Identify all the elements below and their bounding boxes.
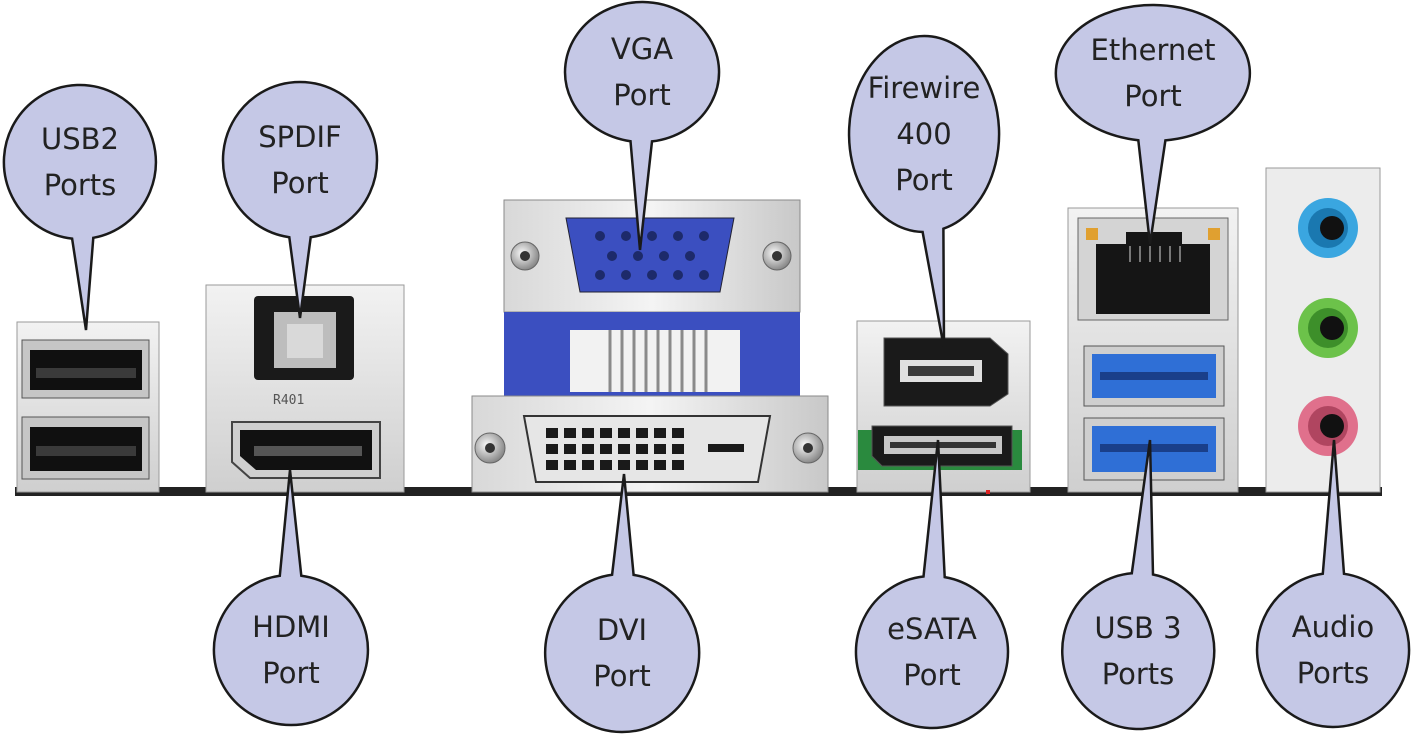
board-marking: R401 [273,393,304,408]
usb2-ports [16,321,160,493]
callout-hdmi-bubble [212,469,370,727]
callout-dvi-bubble [543,473,701,734]
callout-vga-bubble [563,0,721,251]
vga-dvi-block [471,199,829,493]
ethernet-usb3-block [1067,207,1239,493]
callout-audio-bubble [1255,439,1411,729]
callout-usb3-bubble [1061,439,1216,731]
callout-usb2-bubble [2,83,158,331]
audio-block [1265,167,1381,493]
callout-firewire-bubble [847,34,1001,349]
callout-spdif-bubble [221,80,379,319]
ethernet-connector [1096,244,1210,314]
callout-esata-bubble [854,439,1010,730]
spdif-hdmi-block: R401 [205,284,405,493]
vga-connector [565,217,735,293]
callout-ethernet-bubble [1054,3,1252,245]
